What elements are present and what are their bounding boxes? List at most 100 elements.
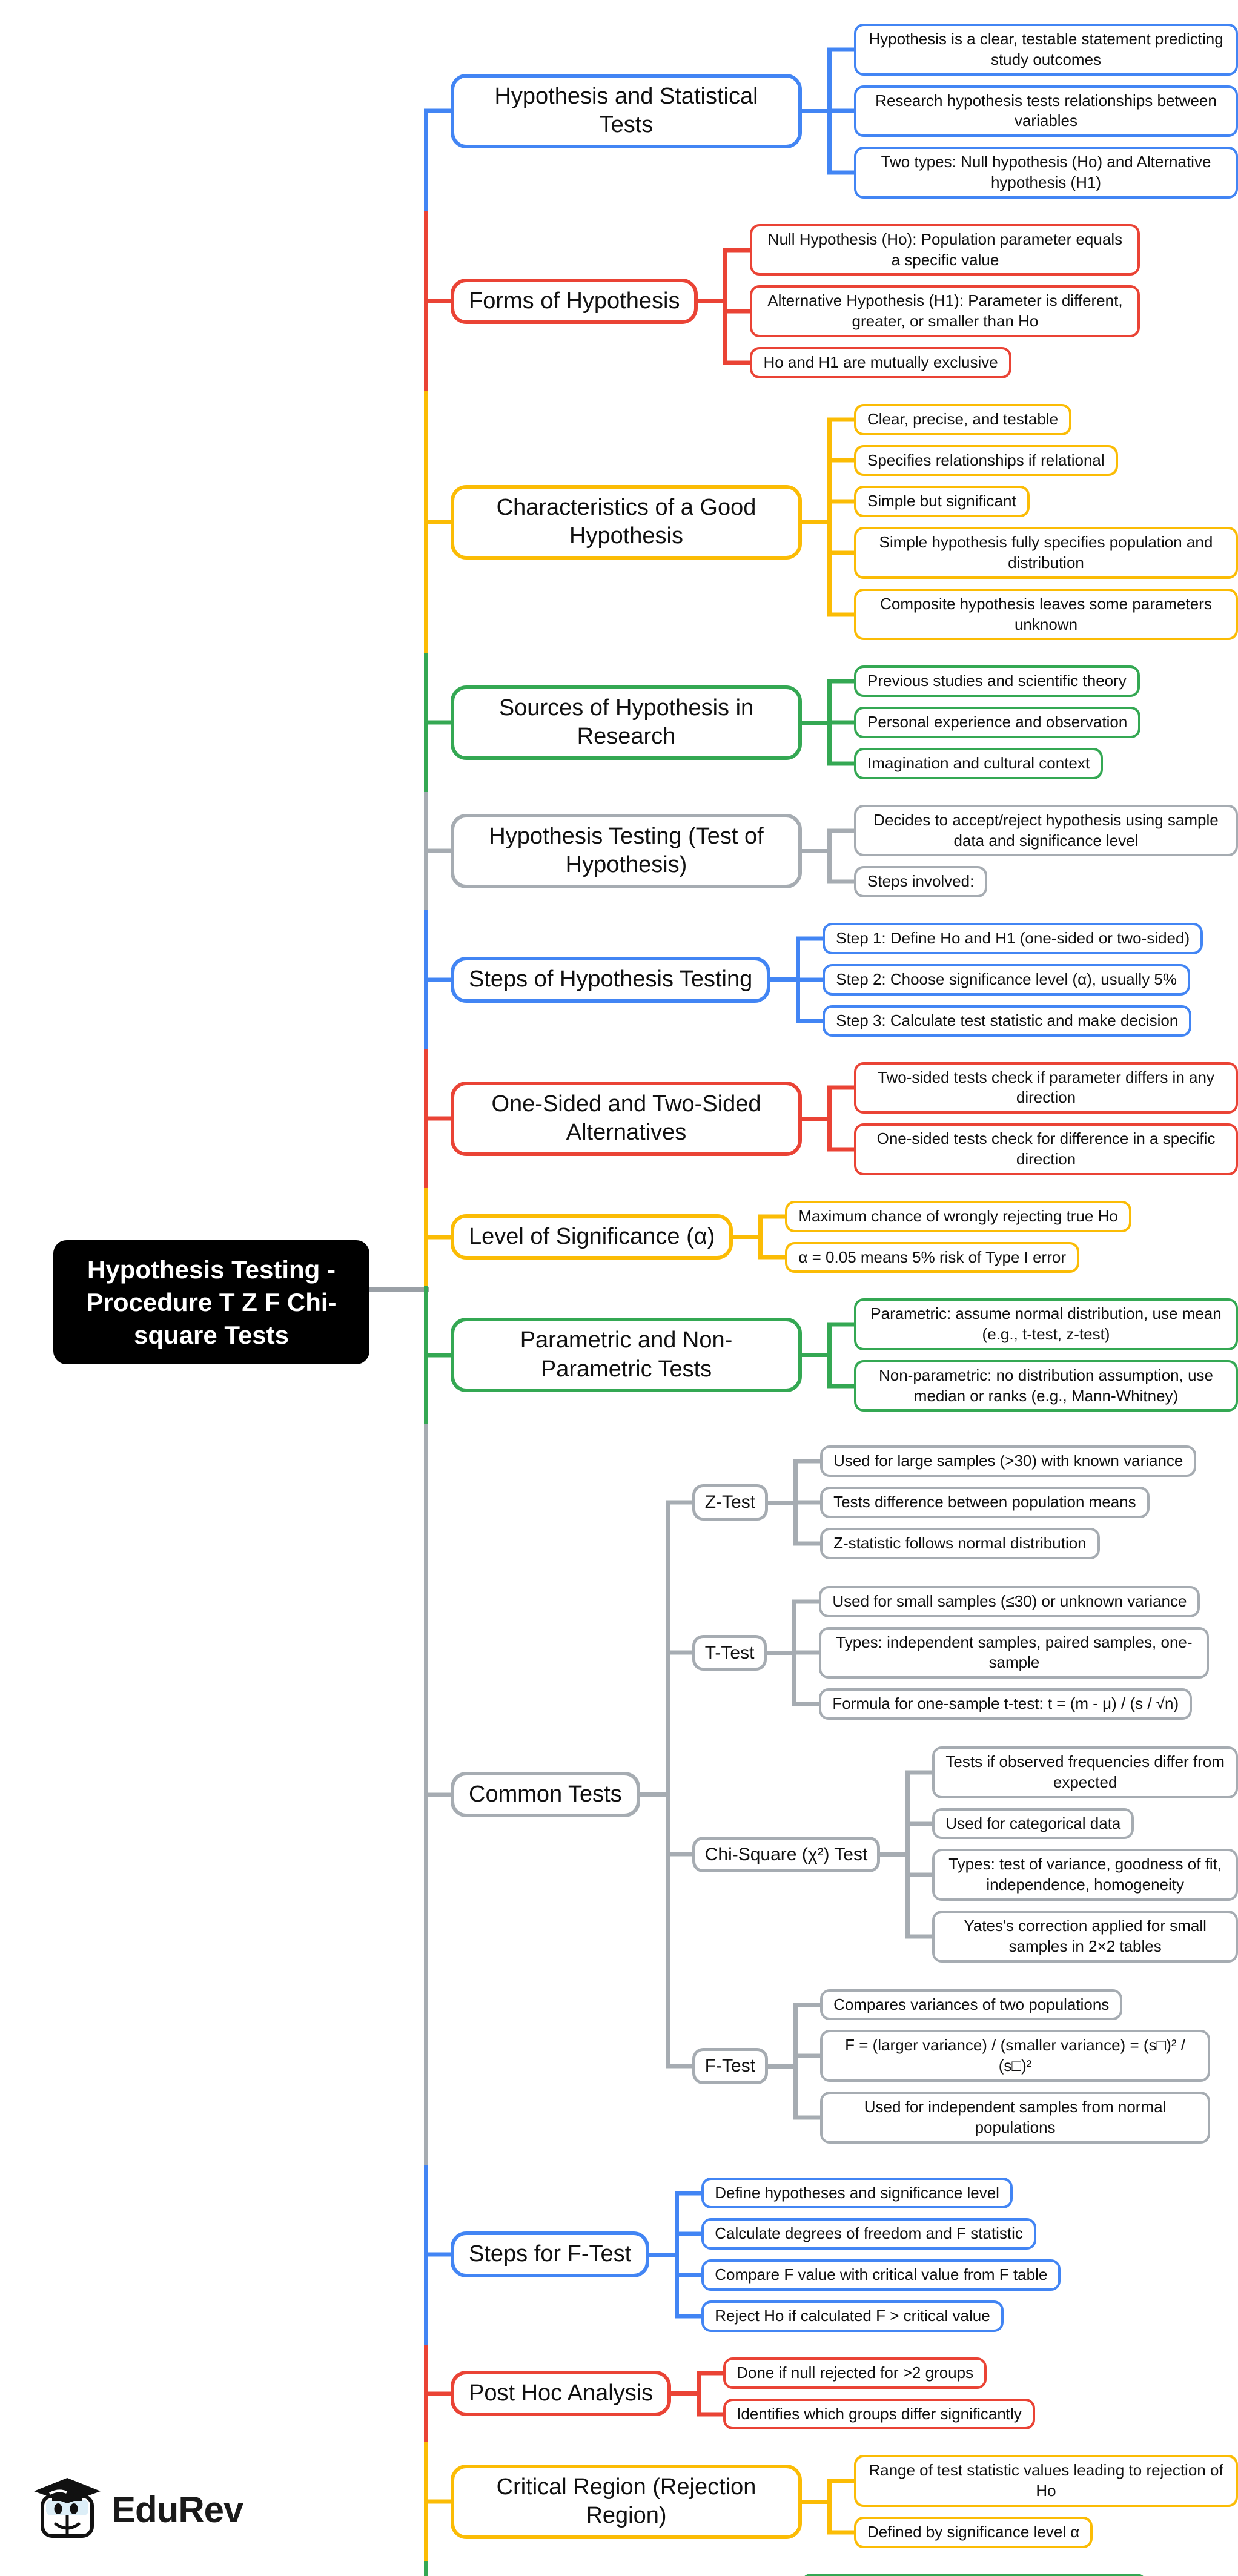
leaf-node: Used for categorical data [932,1808,1134,1840]
leaf-row: Composite hypothesis leaves some paramet… [827,583,1238,646]
leaf-row: Step 2: Choose significance level (α), u… [796,959,1203,1000]
branch-5: Hypothesis Testing (Test of Hypothesis) … [424,791,1238,911]
leaf-node: Define hypotheses and significance level [701,2177,1013,2209]
branch-label: One-Sided and Two-Sided Alternatives [451,1081,802,1156]
branch-children: Used for small samples (≤30) or unknown … [792,1581,1210,1725]
branch-label: Sources of Hypothesis in Research [451,685,802,760]
leaf-row: Type I Error: Rejecting true Ho (false p… [775,2569,1191,2576]
leaf-node: Ho and H1 are mutually exclusive [750,346,1011,378]
branch-connector-line [802,108,827,113]
branch-label: T-Test [692,1634,767,1671]
leaf-node: F = (larger variance) / (smaller varianc… [820,2030,1211,2082]
leaf-row: Reject Ho if calculated F > critical val… [675,2296,1061,2337]
leaf-node: Research hypothesis tests relationships … [854,85,1238,137]
leaf-row: Tests difference between population mean… [793,1482,1196,1523]
branch-connector-line [768,2064,794,2069]
leaf-row: Personal experience and observation [827,702,1141,743]
sub-branch: Chi-Square (χ²) Test Tests if observed f… [665,1733,1238,1976]
leaf-node: Specifies relationships if relational [854,444,1118,477]
sub-branch: F-Test Compares variances of two populat… [665,1975,1238,2157]
branch-connector-line [698,299,724,303]
branch-11: Steps for F-Test Define hypotheses and s… [424,2164,1238,2345]
branch-children: Previous studies and scientific theory P… [827,661,1141,784]
leaf-node: One-sided tests check for difference in … [854,1123,1238,1175]
branch-connector-line [649,2252,675,2257]
branch-label: Steps for F-Test [451,2231,650,2277]
leaf-row: Used for small samples (≤30) or unknown … [792,1581,1209,1622]
branch-connector-line [767,1650,793,1655]
central-topic: Hypothesis Testing - Procedure T Z F Chi… [53,1240,369,1365]
leaf-node: Two types: Null hypothesis (Ho) and Alte… [854,147,1238,199]
leaf-row: Steps involved: [827,861,1238,902]
leaf-node: Steps involved: [854,866,988,898]
branch-children: Hypothesis is a clear, testable statemen… [827,19,1238,203]
leaf-node: Maximum chance of wrongly rejecting true… [785,1200,1131,1232]
branch-connector-line [768,1500,794,1505]
leaf-node: Types: independent samples, paired sampl… [819,1627,1210,1679]
leaf-node: Null Hypothesis (Ho): Population paramet… [750,223,1140,276]
leaf-row: Maximum chance of wrongly rejecting true… [758,1196,1131,1237]
branch-children: Step 1: Define Ho and H1 (one-sided or t… [796,918,1203,1041]
leaf-node: Compare F value with critical value from… [701,2259,1061,2291]
leaf-row: Parametric: assume normal distribution, … [827,1293,1238,1355]
leaf-node: Done if null rejected for >2 groups [723,2357,987,2389]
leaf-node: Compares variances of two populations [820,1989,1123,2021]
leaf-node: Formula for one-sample t-test: t = (m - … [819,1688,1193,1720]
leaf-row: Defined by significance level α [827,2512,1238,2553]
leaf-row: Compares variances of two populations [793,1984,1210,2026]
leaf-node: Calculate degrees of freedom and F stati… [701,2218,1036,2250]
leaf-node: Range of test statistic values leading t… [854,2455,1238,2507]
leaf-row: α = 0.05 means 5% risk of Type I error [758,1237,1131,1278]
leaf-row: Used for independent samples from normal… [793,2087,1211,2148]
leaf-row: Yates's correction applied for small sam… [905,1906,1238,1967]
branch-connector-line [770,977,796,982]
branch-label: Z-Test [692,1484,769,1521]
branch-10: Common Tests Z-Test Used for large sampl… [424,1424,1238,2165]
leaf-node: Composite hypothesis leaves some paramet… [854,588,1238,641]
branch-connector-line [802,848,827,853]
branch-label: Chi-Square (χ²) Test [692,1836,881,1873]
leaf-node: Tests difference between population mean… [820,1487,1150,1519]
branch-6: Steps of Hypothesis Testing Step 1: Defi… [424,910,1238,1049]
leaf-node: Parametric: assume normal distribution, … [854,1298,1238,1350]
leaf-node: Tests if observed frequencies differ fro… [932,1746,1238,1798]
sub-branch: Z-Test Used for large samples (>30) with… [665,1432,1238,1573]
branch-label: Hypothesis and Statistical Tests [451,73,802,148]
leaf-node: Reject Ho if calculated F > critical val… [701,2300,1004,2332]
leaf-node: Simple hypothesis fully specifies popula… [854,527,1238,579]
leaf-row: Step 3: Calculate test statistic and mak… [796,1000,1203,1042]
branch-children: Z-Test Used for large samples (>30) with… [665,1432,1238,2157]
leaf-node: Identifies which groups differ significa… [723,2398,1035,2430]
leaf-node: Decides to accept/reject hypothesis usin… [854,804,1238,857]
branch-7: One-Sided and Two-Sided Alternatives Two… [424,1049,1238,1188]
branch-label: Forms of Hypothesis [451,278,698,325]
leaf-node: Yates's correction applied for small sam… [932,1911,1238,1963]
leaf-node: Hypothesis is a clear, testable statemen… [854,24,1238,76]
branch-connector-line [802,1116,827,1121]
leaf-row: Used for categorical data [905,1803,1238,1844]
leaf-node: Two-sided tests check if parameter diffe… [854,1062,1238,1114]
leaf-row: Types: independent samples, paired sampl… [792,1622,1210,1684]
leaf-row: Simple hypothesis fully specifies popula… [827,522,1238,584]
branch-connector-line [802,520,827,524]
branch-2: Forms of Hypothesis Null Hypothesis (Ho)… [424,211,1238,391]
leaf-row: Z-statistic follows normal distribution [793,1523,1196,1564]
leaf-row: Ho and H1 are mutually exclusive [723,342,1140,383]
branch-label: Parametric and Non-Parametric Tests [451,1318,802,1393]
branch-children: Done if null rejected for >2 groups Iden… [697,2353,1035,2435]
leaf-row: Define hypotheses and significance level [675,2173,1061,2214]
leaf-row: Two types: Null hypothesis (Ho) and Alte… [827,142,1238,203]
branch-8: Level of Significance (α) Maximum chance… [424,1187,1238,1286]
branch-children: Decides to accept/reject hypothesis usin… [827,800,1238,902]
edurev-logo: EduRev [31,2475,243,2544]
leaf-row: Types: test of variance, goodness of fit… [905,1844,1238,1906]
leaf-node: Step 2: Choose significance level (α), u… [823,963,1190,996]
branch-children: Two-sided tests check if parameter diffe… [827,1057,1238,1180]
leaf-row: Simple but significant [827,481,1238,522]
branch-13: Critical Region (Rejection Region) Range… [424,2442,1238,2561]
leaf-row: Step 1: Define Ho and H1 (one-sided or t… [796,918,1203,959]
leaf-row: Previous studies and scientific theory [827,661,1140,702]
leaf-node: Used for independent samples from normal… [820,2092,1211,2144]
branch-9: Parametric and Non-Parametric Tests Para… [424,1286,1238,1425]
